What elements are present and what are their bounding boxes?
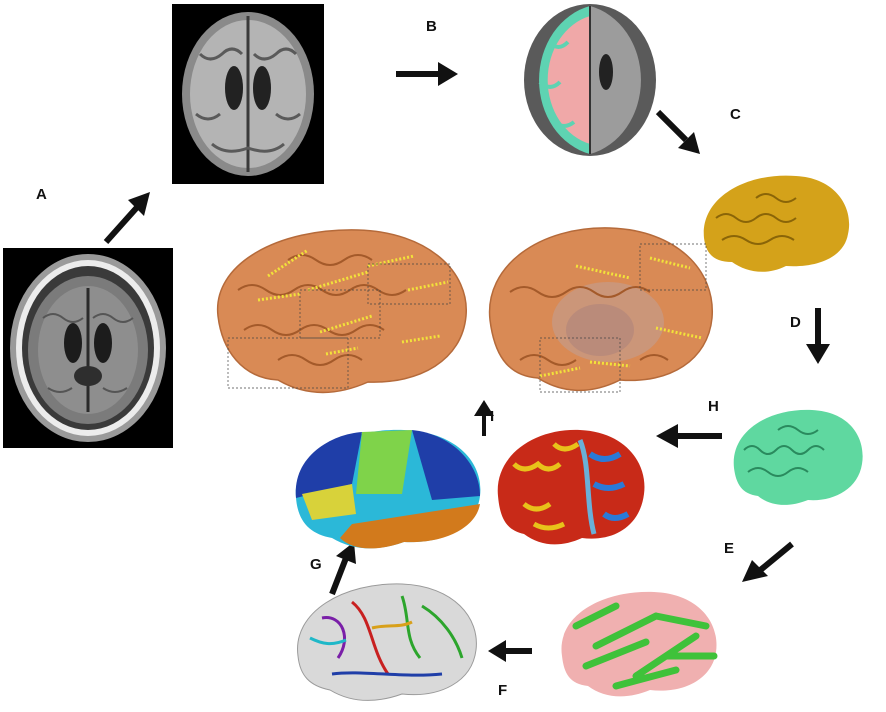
arrow-up-icon xyxy=(474,400,494,436)
raw-mri-image xyxy=(10,254,166,442)
arrow-up-right-icon xyxy=(329,542,356,596)
medial-brain-panel xyxy=(480,220,720,404)
arrow-down-left-icon xyxy=(742,541,794,582)
label-b: B xyxy=(426,18,437,35)
sulcal-depth-image xyxy=(561,591,718,697)
arrow-left-icon xyxy=(488,640,532,662)
tissue-segmentation-panel xyxy=(520,2,660,158)
white-surface-image xyxy=(733,409,863,505)
label-f: F xyxy=(498,682,508,699)
skull-stripped-mri-image xyxy=(182,12,314,176)
raw-mri-panel xyxy=(3,248,173,448)
tissue-segmentation-image xyxy=(524,4,656,156)
arrow-down-right-icon xyxy=(655,109,700,154)
pial-surface-panel xyxy=(696,168,856,276)
arrow-left-icon xyxy=(656,424,722,448)
label-g: G xyxy=(310,556,322,573)
label-d: D xyxy=(790,314,801,331)
label-a: A xyxy=(36,186,47,203)
lateral-brain-panel xyxy=(208,220,478,404)
lateral-brain-image xyxy=(216,229,467,393)
white-surface-panel xyxy=(728,404,868,510)
label-c: C xyxy=(730,106,741,123)
parcellation-image xyxy=(295,429,481,549)
label-h: H xyxy=(708,398,719,415)
medial-brain-image xyxy=(488,227,713,393)
label-e: E xyxy=(724,540,735,557)
cortical-thickness-panel xyxy=(494,424,650,552)
label-i: I xyxy=(490,408,495,425)
arrow-up-right-icon xyxy=(103,192,150,245)
arrow-down-icon xyxy=(806,308,830,364)
cortical-thickness-image xyxy=(497,429,645,545)
sulci-labelling-image xyxy=(297,583,477,701)
sulci-labelling-panel xyxy=(292,578,484,706)
pial-surface-image xyxy=(703,175,850,272)
parcellation-panel xyxy=(292,424,486,554)
skull-stripped-mri-panel xyxy=(172,4,324,184)
sulcal-depth-panel xyxy=(556,586,724,702)
arrow-right-icon xyxy=(396,62,458,86)
